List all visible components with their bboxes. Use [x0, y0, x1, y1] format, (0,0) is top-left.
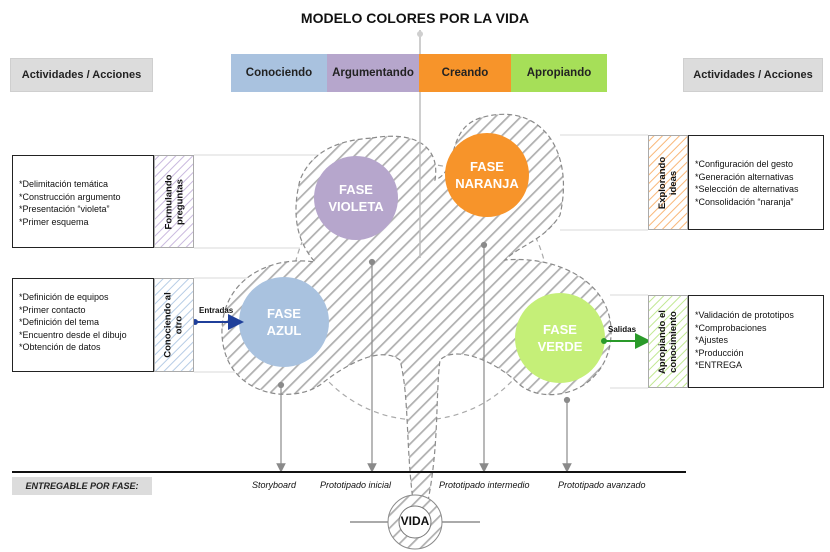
phase-apropiando: Apropiando: [511, 54, 607, 92]
deliverable-prototipado-avanzado: Prototipado avanzado: [558, 480, 646, 490]
conociendo-label-bg: [154, 278, 194, 372]
list-item: *Configuración del gesto: [695, 159, 794, 169]
phase-creando-label: Creando: [441, 67, 489, 79]
center-axis-dot: [417, 31, 423, 37]
list-item: *Definición del tema: [19, 317, 100, 327]
fase-violeta-label: FASE VIOLETA: [314, 178, 398, 218]
fase-naranja-line2: NARANJA: [455, 176, 519, 191]
list-item: *Consolidación “naranja”: [695, 196, 794, 207]
fase-azul-line2: AZUL: [266, 323, 302, 338]
fase-violeta-line2: VIOLETA: [328, 199, 384, 214]
circle-azul: [239, 277, 329, 367]
list-item: *ENTREGA: [695, 360, 743, 370]
list-item: *Selección de alternativas: [695, 184, 799, 194]
right-header: Actividades / Acciones: [683, 58, 823, 92]
circle-naranja: [445, 133, 529, 217]
vida-label: VIDA: [400, 514, 430, 528]
phase-conociendo-label: Conociendo: [245, 67, 313, 79]
formulando-label-bg: [154, 155, 194, 248]
fase-verde-line1: FASE: [543, 322, 577, 337]
label-conociendo-text: Conociendo al otro: [163, 292, 186, 358]
list-item: *Generación alternativas: [695, 171, 794, 182]
list-item: *Definición de equipos: [19, 292, 109, 302]
page-title: MODELO COLORES POR LA VIDA: [300, 10, 530, 26]
explorando-label-bg: [648, 135, 688, 230]
label-explorando-text: Explorando ideas: [657, 156, 680, 209]
fase-azul-label: FASE AZUL: [242, 302, 326, 342]
activities-apropiando: *Validación de prototipos *Comprobacione…: [688, 295, 824, 388]
fase-azul-line1: FASE: [267, 306, 301, 321]
list-item: *Primer contacto: [19, 304, 86, 315]
deliverable-prototipado-inicial: Prototipado inicial: [320, 480, 392, 490]
activities-explorando: *Configuración del gesto *Generación alt…: [688, 135, 824, 230]
list-item: *Delimitación temática: [19, 179, 109, 189]
fase-violeta-line1: FASE: [339, 182, 373, 197]
label-explorando-ideas: Explorando ideas: [648, 135, 688, 230]
label-conociendo-al-otro: Conociendo al otro: [154, 278, 194, 372]
phase-creando: Creando: [419, 54, 511, 92]
salidas-label: Salidas: [608, 325, 637, 334]
list-item: *Primer esquema: [19, 216, 89, 227]
list-item: *Construcción argumento: [19, 191, 121, 202]
circle-verde: [515, 293, 605, 383]
activities-conociendo: *Definición de equipos *Primer contacto …: [12, 278, 154, 372]
apropiando-label-bg: [648, 295, 688, 388]
fase-verde-label: FASE VERDE: [518, 318, 602, 358]
list-item: *Encuentro desde el dibujo: [19, 329, 127, 340]
phase-conociendo: Conociendo: [231, 54, 327, 92]
deliverable-storyboard: Storyboard: [252, 480, 297, 490]
list-item: *Validación de prototipos: [695, 310, 794, 320]
entradas-label: Entradas: [199, 306, 234, 315]
list-item: *Presentación “violeta”: [19, 204, 110, 214]
phase-argumentando-label: Argumentando: [332, 67, 414, 79]
phase-argumentando: Argumentando: [327, 54, 419, 92]
deliverables-label: ENTREGABLE POR FASE:: [12, 477, 152, 495]
label-apropiando-text: Apropiando el conocimiento: [657, 309, 679, 374]
activities-formulando: *Delimitación temática *Construcción arg…: [12, 155, 154, 248]
list-item: *Obtención de datos: [19, 342, 101, 352]
phase-apropiando-label: Apropiando: [526, 67, 592, 79]
label-formulando-preguntas: Formulando preguntas: [154, 155, 194, 248]
fase-verde-line2: VERDE: [537, 339, 583, 354]
list-item: *Producción: [695, 347, 744, 358]
left-header: Actividades / Acciones: [10, 58, 153, 92]
label-apropiando-conocimiento: Apropiando el conocimiento: [648, 295, 688, 388]
fase-naranja-label: FASE NARANJA: [445, 155, 529, 195]
list-item: *Comprobaciones: [695, 322, 767, 333]
circle-violeta: [314, 156, 398, 240]
list-item: *Ajustes: [695, 335, 729, 345]
deliverable-prototipado-intermedio: Prototipado intermedio: [439, 480, 530, 490]
fase-naranja-line1: FASE: [470, 159, 504, 174]
label-formulando-text: Formulando preguntas: [163, 174, 186, 229]
